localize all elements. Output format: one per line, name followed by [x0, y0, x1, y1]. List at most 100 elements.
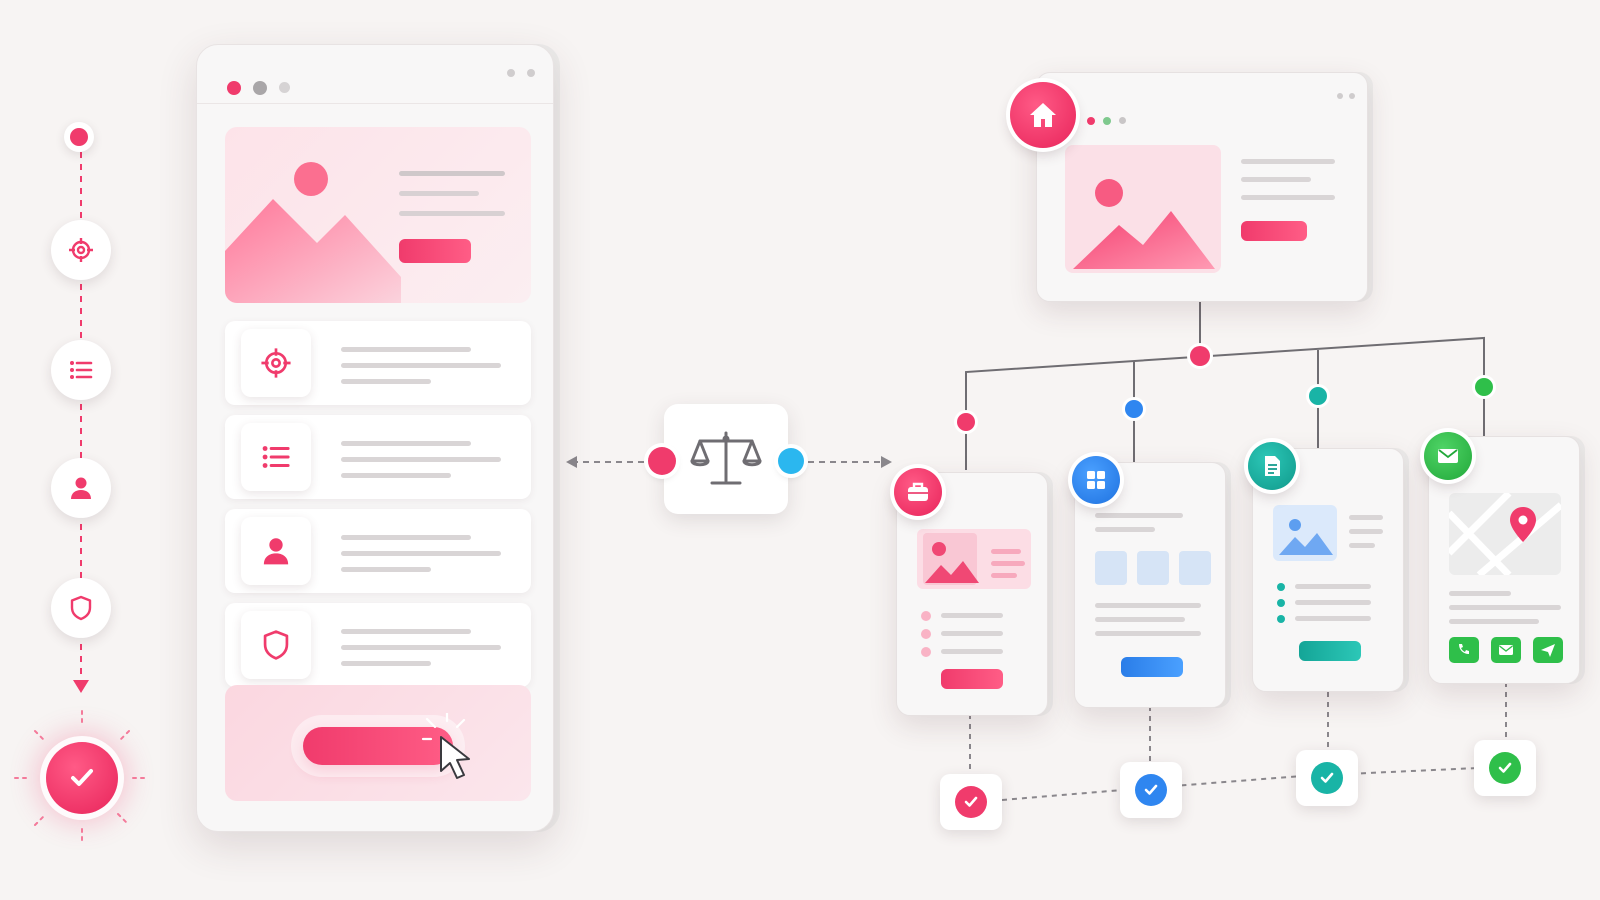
- window-dot-light[interactable]: [279, 82, 290, 93]
- contact-phone-button[interactable]: [1449, 637, 1479, 663]
- menu-dot[interactable]: [507, 69, 515, 77]
- briefcase-badge[interactable]: [894, 468, 942, 516]
- tile: [1137, 551, 1169, 585]
- user-icon: [263, 538, 289, 565]
- flow-step-target[interactable]: [51, 220, 111, 280]
- row-text-line: [341, 347, 471, 352]
- briefcase-icon: [908, 482, 928, 501]
- junction-dot-briefcase: [957, 413, 975, 431]
- window-dot-gray[interactable]: [253, 81, 267, 95]
- primary-cta-button[interactable]: [303, 727, 453, 765]
- list-text-line: [941, 631, 1003, 636]
- document-badge[interactable]: [1248, 442, 1296, 490]
- compare-node[interactable]: [664, 404, 788, 514]
- hero-text-line: [399, 191, 479, 196]
- menu-dot[interactable]: [527, 69, 535, 77]
- home-badge[interactable]: [1010, 82, 1076, 148]
- row-text-line: [341, 629, 471, 634]
- cta-panel: [225, 685, 531, 801]
- check-step-mail[interactable]: [1474, 740, 1536, 796]
- hero-banner: [225, 127, 531, 303]
- screen-text-line: [1095, 513, 1183, 518]
- target-icon: [261, 348, 291, 378]
- phone-title-bar: [197, 45, 553, 104]
- screen-text-line: [1095, 631, 1201, 636]
- home-text-line: [1241, 195, 1335, 200]
- check-icon: [71, 769, 93, 786]
- list-row-shield[interactable]: [225, 603, 531, 687]
- check-icon: [964, 796, 978, 807]
- row-icon-box: [241, 517, 311, 585]
- check-circle: [1135, 774, 1167, 806]
- target-icon: [69, 238, 93, 262]
- send-icon: [1541, 644, 1555, 657]
- bullet-dot: [1277, 599, 1285, 607]
- list-icon: [70, 361, 93, 379]
- contact-send-button[interactable]: [1533, 637, 1563, 663]
- check-step-grid[interactable]: [1120, 762, 1182, 818]
- bullet-dot: [1277, 583, 1285, 591]
- hero-text-line: [399, 211, 505, 216]
- check-icon: [1320, 772, 1334, 783]
- compare-port-right[interactable]: [778, 448, 804, 474]
- screen-text-line: [1349, 529, 1383, 534]
- list-text-line: [941, 649, 1003, 654]
- home-text-line: [1241, 159, 1335, 164]
- card-text-line: [991, 549, 1021, 554]
- flow-start-node: [64, 122, 94, 152]
- child-screen-grid: [1074, 462, 1226, 708]
- list-row-list[interactable]: [225, 415, 531, 499]
- child-cta-button[interactable]: [1299, 641, 1361, 661]
- image-icon: [923, 533, 979, 585]
- list-row-user[interactable]: [225, 509, 531, 593]
- window-dot-red[interactable]: [1087, 117, 1095, 125]
- child-cta-button[interactable]: [941, 669, 1003, 689]
- bullet-dot: [1277, 615, 1285, 623]
- screen-text-line: [1449, 591, 1511, 596]
- contact-mail-button[interactable]: [1491, 637, 1521, 663]
- shield-icon: [263, 630, 289, 660]
- flow-step-shield[interactable]: [51, 578, 111, 638]
- window-dot-red[interactable]: [227, 81, 241, 95]
- compare-port-left[interactable]: [648, 447, 676, 475]
- mail-badge[interactable]: [1424, 432, 1472, 480]
- bullet-dot: [921, 647, 931, 657]
- menu-dot[interactable]: [1349, 93, 1355, 99]
- image-icon: [1073, 179, 1215, 269]
- bullet-dot: [921, 629, 931, 639]
- map-card: [1449, 493, 1561, 575]
- screen-text-line: [1095, 527, 1155, 532]
- flow-complete-node: [46, 742, 118, 814]
- hero-text-line: [399, 171, 505, 176]
- flow-step-list[interactable]: [51, 340, 111, 400]
- flow-step-user[interactable]: [51, 458, 111, 518]
- row-text-line: [341, 457, 501, 462]
- grid-badge[interactable]: [1072, 456, 1120, 504]
- window-dot-green[interactable]: [1103, 117, 1111, 125]
- junction-dot-mail: [1475, 378, 1493, 396]
- check-icon: [1498, 762, 1512, 773]
- check-circle: [955, 786, 987, 818]
- check-circle: [1489, 752, 1521, 784]
- list-row-target[interactable]: [225, 321, 531, 405]
- row-text-line: [341, 535, 471, 540]
- hero-cta-button[interactable]: [399, 239, 471, 263]
- screen-text-line: [1449, 605, 1561, 610]
- junction-dot-grid: [1125, 400, 1143, 418]
- mail-icon: [1438, 449, 1458, 463]
- shield-icon: [70, 595, 92, 621]
- home-hero-image: [1065, 145, 1221, 273]
- check-step-document[interactable]: [1296, 750, 1358, 806]
- child-cta-button[interactable]: [1121, 657, 1183, 677]
- map-icon: [1449, 493, 1561, 575]
- junction-dot-document: [1309, 387, 1327, 405]
- row-text-line: [341, 661, 431, 666]
- home-cta-button[interactable]: [1241, 221, 1307, 241]
- list-text-line: [941, 613, 1003, 618]
- balance-scale-icon: [690, 431, 762, 485]
- screen-text-line: [1095, 617, 1185, 622]
- window-dot-gray[interactable]: [1119, 117, 1126, 124]
- menu-dot[interactable]: [1337, 93, 1343, 99]
- row-icon-box: [241, 329, 311, 397]
- check-step-briefcase[interactable]: [940, 774, 1002, 830]
